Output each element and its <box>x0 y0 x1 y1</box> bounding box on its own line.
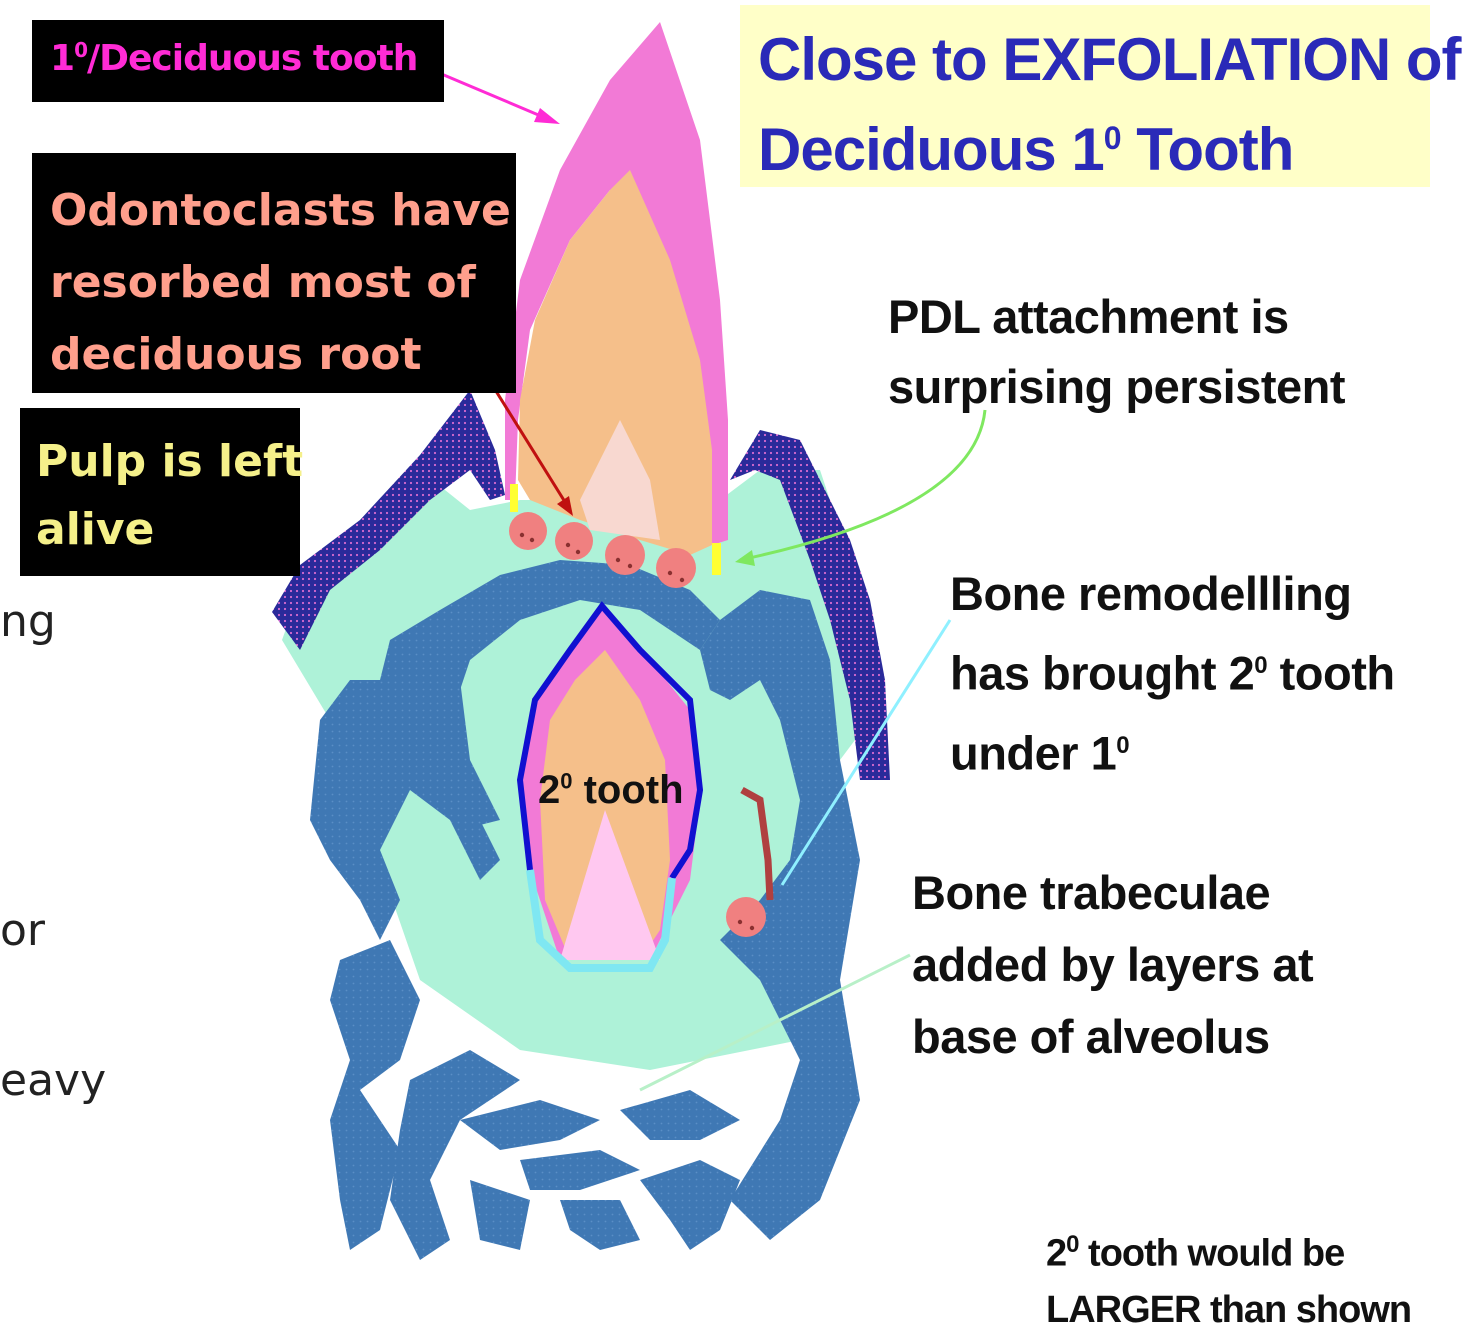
background-text-fragment: ng <box>0 596 56 647</box>
label-deciduous-post: /Deciduous tooth <box>87 38 417 79</box>
label-deciduous-tooth: 10/Deciduous tooth <box>32 20 444 102</box>
label-deciduous-sup: 0 <box>74 38 87 62</box>
title-line2-pre: Deciduous 1 <box>758 116 1104 183</box>
note-bone-remodel-line3-sup: 0 <box>1116 732 1129 759</box>
note-pdl-line: surprising persistent <box>888 352 1345 422</box>
label-deciduous-pre: 1 <box>50 38 74 79</box>
label-pulp: Pulp is left alive <box>20 408 300 576</box>
pdl-left <box>510 484 518 512</box>
note-trabeculae-line: added by layers at <box>912 929 1313 1001</box>
background-text-fragment: or <box>0 905 45 956</box>
pdl-right <box>712 543 721 575</box>
label-odontoclasts-line: deciduous root <box>50 319 511 391</box>
note-larger-line1-post: tooth would be <box>1079 1233 1345 1275</box>
note-larger-than-shown: 20 tooth would be LARGER than shown <box>1046 1217 1411 1338</box>
note-larger-line2: LARGER than shown <box>1046 1282 1411 1338</box>
label-secondary-tooth: 20 tooth <box>538 768 684 813</box>
label-odontoclasts-line: Odontoclasts have <box>50 175 511 247</box>
title: Close to EXFOLIATION of Deciduous 10 Too… <box>758 21 1461 189</box>
title-box: Close to EXFOLIATION of Deciduous 10 Too… <box>740 5 1430 187</box>
label-secondary-post: tooth <box>573 768 684 812</box>
note-bone-remodel-line2-post: tooth <box>1267 647 1395 700</box>
note-larger-line1-sup: 0 <box>1066 1231 1078 1258</box>
note-trabeculae-line: base of alveolus <box>912 1001 1313 1073</box>
title-line2-post: Tooth <box>1121 116 1294 183</box>
label-pulp-line: alive <box>36 496 303 564</box>
note-pdl-line: PDL attachment is <box>888 282 1345 352</box>
note-trabeculae-line: Bone trabeculae <box>912 857 1313 929</box>
note-larger-line1-pre: 2 <box>1046 1233 1066 1275</box>
background-text-fragment: eavy <box>0 1055 106 1106</box>
note-bone-trabeculae: Bone trabeculae added by layers at base … <box>912 857 1313 1073</box>
note-bone-remodel-line3-pre: under 1 <box>950 726 1116 779</box>
note-bone-remodelling: Bone remodellling has brought 20 tooth u… <box>950 558 1395 789</box>
label-pulp-line: Pulp is left <box>36 428 303 496</box>
label-secondary-pre: 2 <box>538 768 560 812</box>
note-pdl-attachment: PDL attachment is surprising persistent <box>888 282 1345 422</box>
label-secondary-sup: 0 <box>560 769 572 794</box>
note-bone-remodel-line2-sup: 0 <box>1254 652 1267 679</box>
label-odontoclasts: Odontoclasts have resorbed most of decid… <box>32 153 516 393</box>
title-line2-sup: 0 <box>1104 120 1121 156</box>
note-bone-remodel-line2-pre: has brought 2 <box>950 647 1254 700</box>
arrow-deciduous <box>432 70 555 122</box>
label-odontoclasts-line: resorbed most of <box>50 247 511 319</box>
arrow-deciduous-head <box>534 108 560 124</box>
note-bone-remodel-line: Bone remodellling <box>950 558 1395 630</box>
title-line1: Close to EXFOLIATION of <box>758 21 1461 99</box>
